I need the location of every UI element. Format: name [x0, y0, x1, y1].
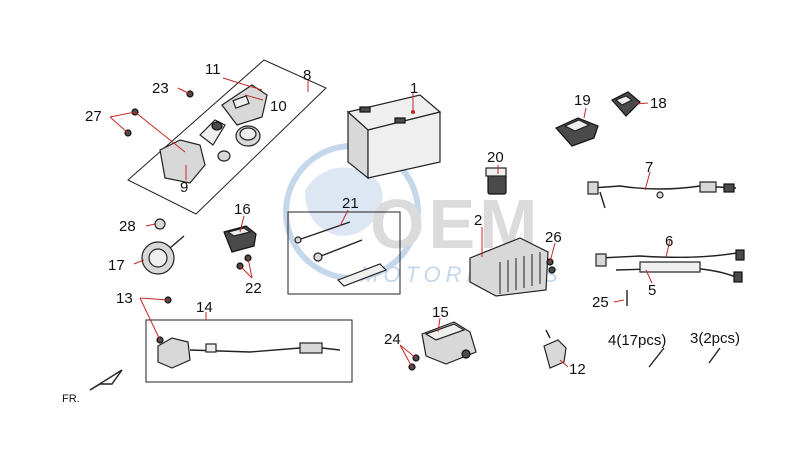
wire-harness-7[interactable] [587, 181, 737, 209]
relay[interactable] [485, 167, 507, 195]
callout-27: 27 [85, 108, 102, 125]
callout-28: 28 [119, 218, 136, 235]
callout-9: 9 [180, 179, 188, 196]
callout-26: 26 [545, 229, 562, 246]
starter-motor[interactable] [421, 321, 477, 365]
callout-8: 8 [303, 67, 311, 84]
callout-17: 17 [108, 257, 125, 274]
callout-11: 11 [205, 61, 221, 78]
front-direction-arrow [89, 369, 123, 391]
connector-18[interactable] [611, 91, 641, 117]
front-label: FR. [62, 393, 80, 405]
callout-13: 13 [116, 290, 133, 307]
starter-relay[interactable] [223, 225, 257, 253]
lock-washer[interactable] [217, 150, 231, 162]
callout-20: 20 [487, 149, 504, 166]
lock-set-frame [127, 59, 327, 215]
cable-tie-4[interactable] [648, 347, 665, 368]
callout-25: 25 [592, 294, 609, 311]
strap-set-frame [287, 211, 401, 295]
callout-15: 15 [432, 304, 449, 321]
callout-3: 3(2pcs) [690, 330, 740, 347]
callout-10: 10 [270, 98, 287, 115]
callout-1: 1 [410, 80, 418, 97]
ignition-lock[interactable] [159, 119, 226, 184]
callout-23: 23 [152, 80, 169, 97]
sensor-set-frame [145, 319, 353, 383]
cable-tie-3[interactable] [708, 347, 721, 364]
callout-7: 7 [645, 159, 653, 176]
callout-22: 22 [245, 280, 262, 297]
horn-nut[interactable] [154, 218, 166, 230]
callout-5: 5 [648, 282, 656, 299]
callout-14: 14 [196, 299, 213, 316]
battery[interactable] [346, 94, 442, 180]
battery-strap-set[interactable] [294, 221, 388, 287]
callout-18: 18 [650, 95, 667, 112]
sensor-harness[interactable] [157, 337, 341, 369]
callout-16: 16 [234, 201, 251, 218]
callout-21: 21 [342, 195, 359, 212]
connector-19[interactable] [555, 117, 599, 147]
seat-lock[interactable] [221, 84, 268, 126]
callout-19: 19 [574, 92, 591, 109]
callout-2: 2 [474, 212, 482, 229]
horn[interactable] [141, 235, 185, 275]
callout-4: 4(17pcs) [608, 332, 666, 349]
callout-24: 24 [384, 331, 401, 348]
watermark-globe-land [305, 167, 383, 236]
main-harness[interactable] [595, 249, 745, 283]
callout-12: 12 [569, 361, 586, 378]
regulator[interactable] [469, 237, 556, 297]
lock-cap[interactable] [235, 125, 261, 147]
callout-6: 6 [665, 233, 673, 250]
